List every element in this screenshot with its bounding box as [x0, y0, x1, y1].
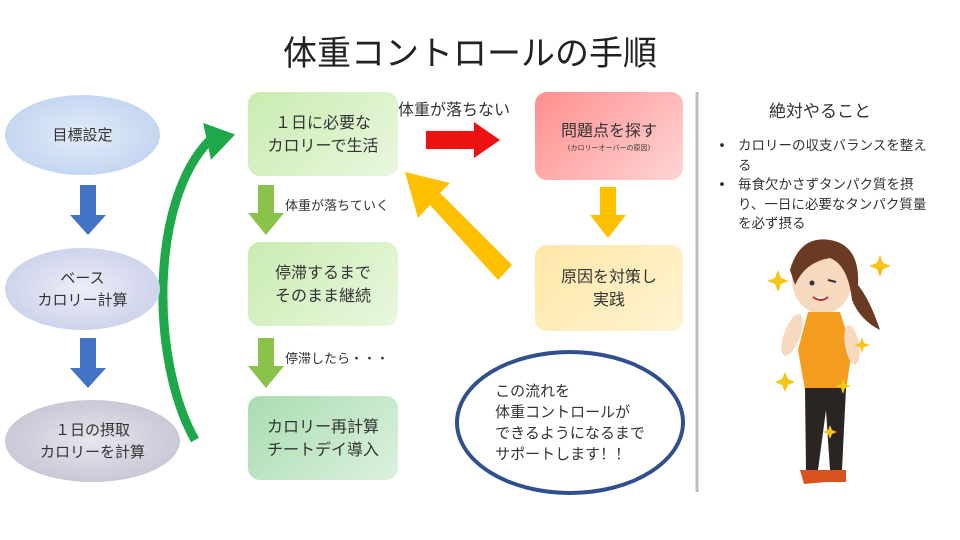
yellow-diagonal-arrow — [405, 172, 512, 280]
box-find-problem: 問題点を探す (カロリーオーバーの原因) — [535, 92, 683, 180]
yellow-down-arrow — [590, 187, 626, 238]
box-continue-until-plateau: 停滞するまで そのまま継続 — [248, 242, 398, 326]
label-when-plateau: 停滞したら・・・ — [285, 352, 390, 367]
step-label: ベース カロリー計算 — [37, 268, 128, 310]
box-label: 問題点を探す — [560, 121, 657, 141]
blue-down-arrow-2 — [70, 338, 106, 388]
bullet-text: 毎食欠かさずタンパク質を摂り、一日に必要なタンパク質量を必ず摂る — [737, 177, 927, 233]
box-label: 原因を対策し 実践 — [560, 266, 657, 309]
green-down-arrow-2 — [248, 338, 284, 388]
red-right-arrow — [426, 122, 500, 158]
box-countermeasure: 原因を対策し 実践 — [535, 245, 683, 331]
label-weight-not-decreasing: 体重が落ちない — [398, 100, 511, 119]
support-text: この流れを 体重コントロールが できるようになるまで サポートします！！ — [495, 381, 645, 463]
blue-down-arrow-1 — [70, 185, 106, 235]
right-panel-heading: 絶対やること — [769, 102, 871, 122]
support-ellipse: この流れを 体重コントロールが できるようになるまで サポートします！！ — [455, 350, 685, 495]
box-sublabel: (カロリーオーバーの原因) — [567, 143, 651, 152]
box-label: １日に必要な カロリーで生活 — [267, 112, 379, 155]
step-goal-setting: 目標設定 — [5, 95, 160, 175]
box-recalculate-cheat-day: カロリー再計算 チートデイ導入 — [248, 396, 398, 480]
bullet-item: •毎食欠かさずタンパク質を摂り、一日に必要なタンパク質量を必ず摂る — [718, 176, 928, 235]
box-label: カロリー再計算 チートデイ導入 — [266, 416, 379, 459]
page-title: 体重コントロールの手順 — [283, 34, 657, 74]
green-curved-arrow — [158, 136, 214, 443]
label-weight-decreasing: 体重が落ちていく — [285, 199, 390, 214]
box-label: 停滞するまで そのまま継続 — [274, 262, 371, 305]
step-label: 目標設定 — [52, 125, 113, 144]
right-panel-list: •カロリーの収支バランスを整える •毎食欠かさずタンパク質を摂り、一日に必要なタ… — [718, 137, 928, 235]
bullet-text: カロリーの収支バランスを整える — [737, 138, 927, 174]
step-base-calorie: ベース カロリー計算 — [5, 248, 160, 330]
green-down-arrow-1 — [248, 185, 284, 235]
bullet-item: •カロリーの収支バランスを整える — [718, 137, 928, 176]
sparkle-icons — [767, 255, 891, 439]
woman-illustration — [781, 239, 880, 484]
step-label: １日の摂取 カロリーを計算 — [39, 420, 145, 462]
step-intake-calorie: １日の摂取 カロリーを計算 — [5, 400, 180, 482]
box-daily-calorie-life: １日に必要な カロリーで生活 — [248, 92, 398, 176]
